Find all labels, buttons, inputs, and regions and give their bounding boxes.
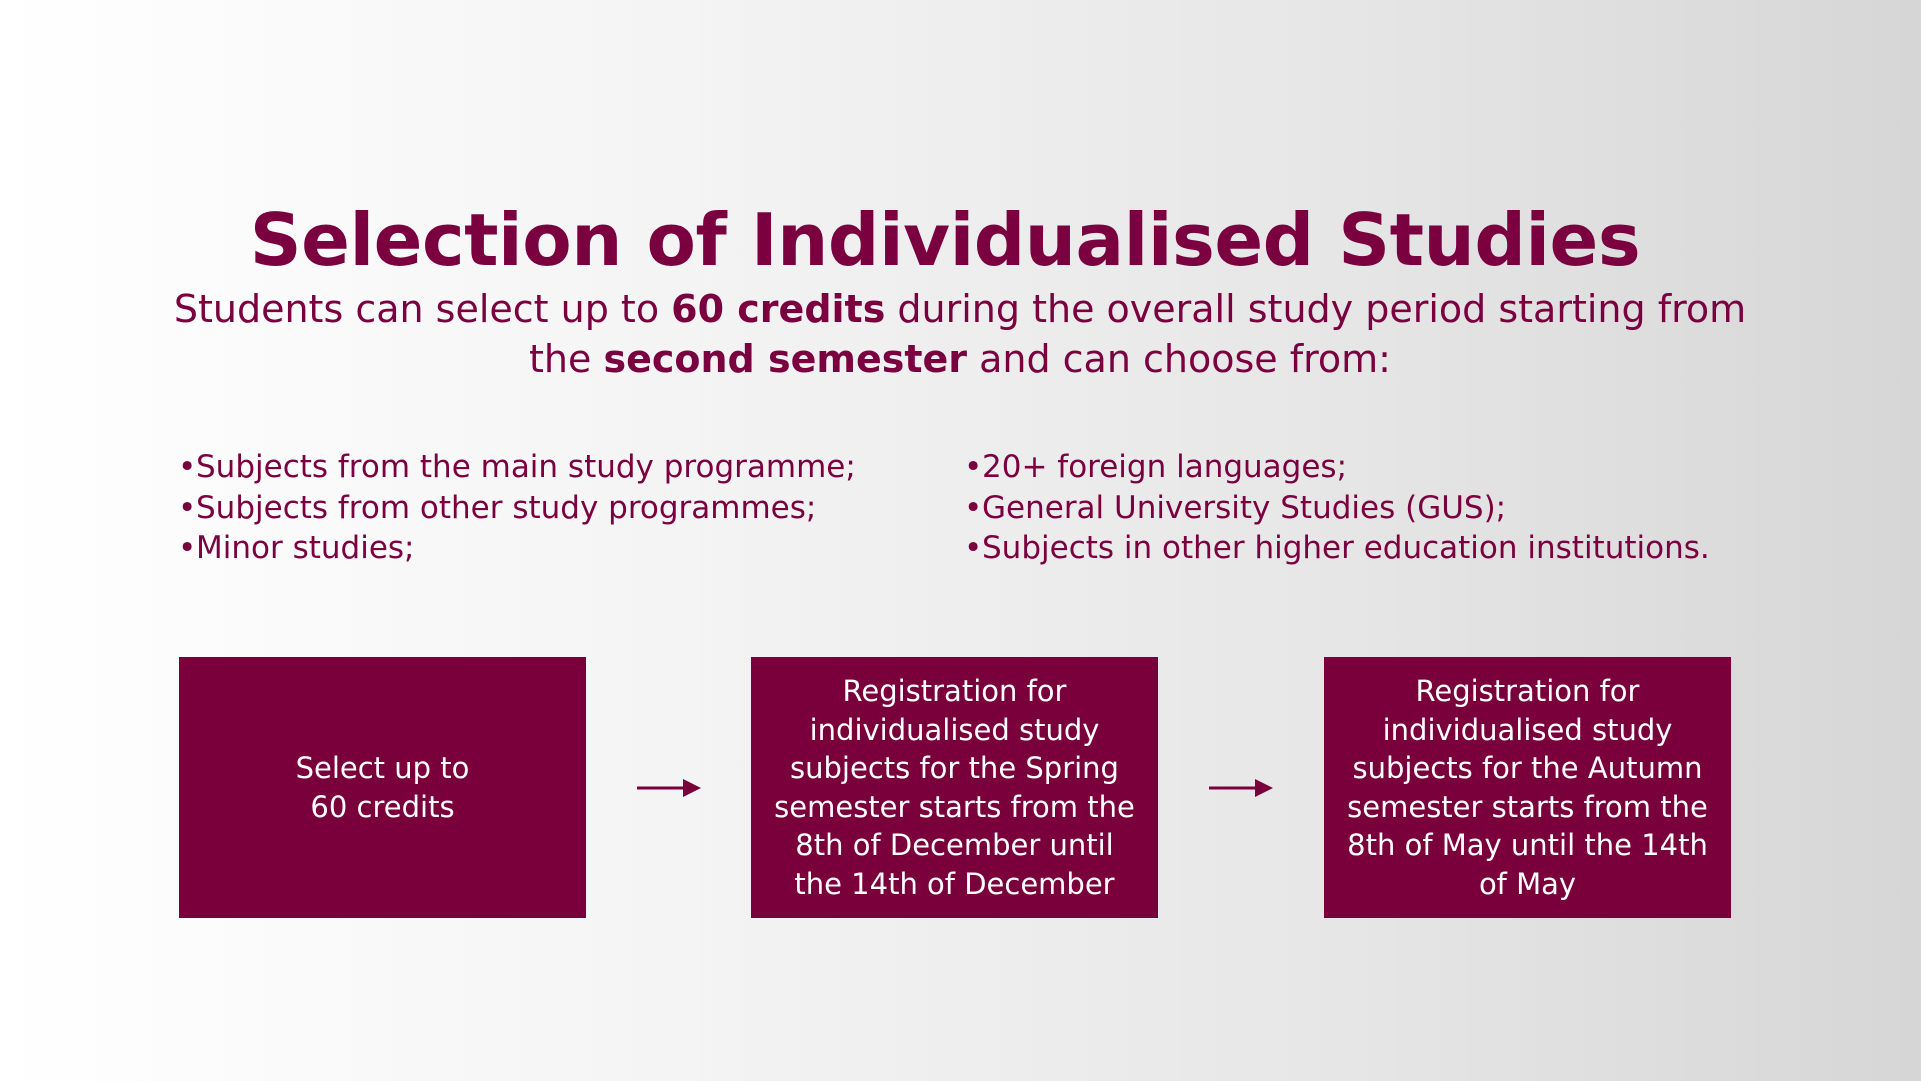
option-item: General University Studies (GUS); xyxy=(964,488,1710,529)
intro-part-2: during the overall study period starting… xyxy=(529,287,1747,381)
option-item: Subjects in other higher education insti… xyxy=(964,528,1710,569)
option-item: Minor studies; xyxy=(178,528,856,569)
intro-semester-highlight: second semester xyxy=(603,337,968,381)
flow-step-spring-registration: Registration for individualised study su… xyxy=(751,657,1158,918)
arrow-right-icon xyxy=(1209,779,1273,797)
flow-step-text: Select up to 60 credits xyxy=(295,751,470,824)
flow-step-text: Registration for individualised study su… xyxy=(774,674,1135,901)
intro-credits-highlight: 60 credits xyxy=(671,287,886,331)
flow-step-select-credits: Select up to 60 credits xyxy=(179,657,586,918)
option-item: Subjects from other study programmes; xyxy=(178,488,856,529)
options-list-left: Subjects from the main study programme; … xyxy=(178,447,856,569)
flow-step-autumn-registration: Registration for individualised study su… xyxy=(1324,657,1731,918)
intro-part-1: Students can select up to xyxy=(173,287,672,331)
intro-part-3: and can choose from: xyxy=(967,337,1391,381)
option-item: Subjects from the main study programme; xyxy=(178,447,856,488)
arrow-right-icon xyxy=(637,779,701,797)
option-item: 20+ foreign languages; xyxy=(964,447,1710,488)
options-list-right: 20+ foreign languages; General Universit… xyxy=(964,447,1710,569)
page-title: Selection of Individualised Studies xyxy=(249,198,1641,283)
intro-text: Students can select up to 60 credits dur… xyxy=(160,284,1760,384)
flow-step-text: Registration for individualised study su… xyxy=(1347,674,1708,901)
